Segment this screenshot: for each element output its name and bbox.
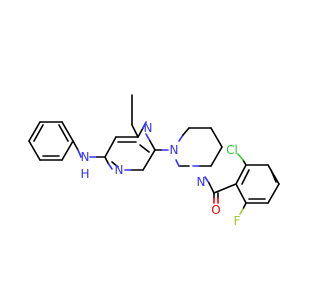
bond-carbonyl-aryl	[213, 183, 237, 194]
atom-f: F	[234, 214, 241, 228]
bond-piperazine	[182, 127, 190, 136]
bond-piperazine	[210, 127, 223, 148]
bond-piperazine	[210, 146, 223, 167]
bond-methyl	[131, 124, 139, 138]
bond-aryl-f	[242, 202, 247, 210]
bond-phenyl-inner	[58, 124, 69, 142]
bond-pyrimidine	[149, 140, 156, 151]
bond-aryl-inner	[270, 169, 277, 183]
atom-labels: N H N N N N O Cl F	[80, 121, 240, 228]
atom-n-piperazine-4: N	[197, 175, 206, 189]
bond-aryl-inner	[241, 169, 250, 185]
bond-pyrimidine-inner	[139, 144, 150, 153]
bond-pyrimidine	[137, 127, 144, 138]
bond-pyrimidine	[104, 156, 109, 164]
bond-pyrimidine	[145, 133, 151, 142]
bond-pyrimidine-inner	[111, 161, 119, 168]
bond-phenyl-nh	[72, 140, 79, 151]
bond-phenyl-nh	[77, 149, 82, 158]
bonds	[28, 94, 280, 215]
bond-n-carbonyl	[204, 176, 210, 184]
atom-cl: Cl	[226, 143, 238, 157]
bond-phenyl	[61, 140, 74, 161]
bond-piperazine	[178, 134, 184, 142]
bond-aryl-cl	[242, 159, 247, 166]
bond-aryl	[235, 183, 247, 204]
atom-n-pyrimidine-1: N	[144, 121, 153, 135]
bond-pyrimidine	[142, 121, 147, 129]
bond-aryl-f	[239, 208, 244, 215]
bond-pyrimidine	[142, 149, 156, 171]
bond-n-carbonyl	[208, 182, 215, 194]
bond-aryl	[235, 164, 247, 185]
molecule-structure: N H N N N N O Cl F	[28, 94, 280, 228]
atom-h-amine: H	[80, 167, 89, 181]
atom-n-amine: N	[81, 150, 90, 164]
atom-n-piperazine-1: N	[170, 143, 179, 157]
bond-aryl-cl	[237, 153, 244, 161]
bond-phenyl	[28, 140, 41, 161]
bond-pyrimidine	[107, 162, 113, 170]
atom-n-pyrimidine-3: N	[115, 163, 124, 177]
bond-aryl	[267, 183, 280, 204]
bond-piperazine	[175, 159, 180, 167]
bond-phenyl-inner	[33, 124, 44, 142]
atom-o-carbonyl: O	[211, 203, 220, 217]
bond-phenyl	[61, 121, 74, 142]
bond-pyrimidine	[104, 136, 117, 158]
bond-phenyl	[28, 121, 41, 142]
